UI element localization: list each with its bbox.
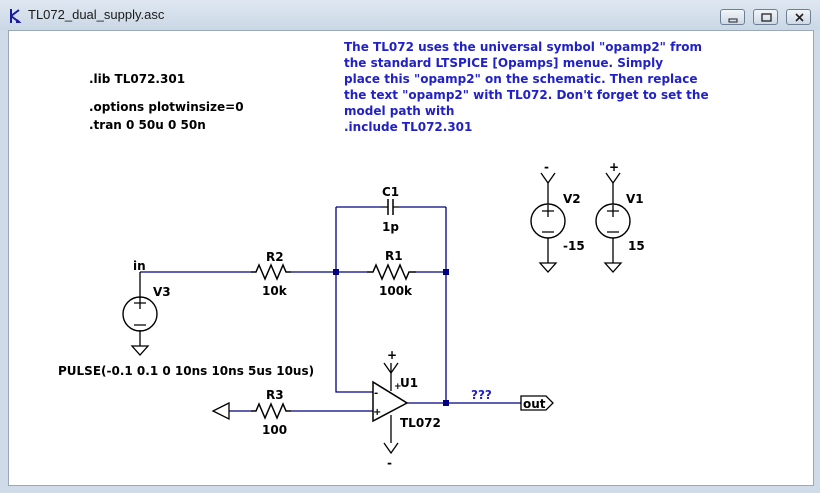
comment-line: the text "opamp2" with TL072. Don't forg…: [344, 88, 709, 102]
comment-block[interactable]: The TL072 uses the universal symbol "opa…: [344, 40, 709, 134]
r1-name: R1: [385, 249, 403, 263]
comment-line: model path with: [344, 104, 454, 118]
comment-line: The TL072 uses the universal symbol "opa…: [344, 40, 702, 54]
u1-name: U1: [400, 376, 418, 390]
u1-inverting-label: -: [374, 388, 378, 399]
v3-name: V3: [153, 285, 171, 299]
v1-value: 15: [628, 239, 645, 253]
voltage-source-v1[interactable]: + V1 15: [595, 160, 645, 273]
directive-tran[interactable]: .tran 0 50u 0 50n: [89, 118, 206, 132]
wire: [335, 207, 373, 393]
c1-name: C1: [382, 185, 399, 199]
schematic-canvas[interactable]: .lib TL072.301 .options plotwinsize=0 .t…: [8, 30, 814, 486]
opamp-u1[interactable]: + - - + + U1 TL072: [372, 348, 441, 470]
ground-symbol[interactable]: [211, 401, 230, 421]
junction-dot: [333, 269, 339, 275]
u1-noninverting-label: +: [373, 407, 381, 418]
capacitor-c1[interactable]: C1 1p: [381, 185, 399, 234]
ltspice-app-icon: [10, 9, 22, 23]
net-label-unknown[interactable]: ???: [471, 388, 492, 402]
r2-value: 10k: [262, 284, 288, 298]
u1-minus-supply-label: -: [387, 456, 392, 470]
r3-value: 100: [262, 423, 287, 437]
voltage-source-v3[interactable]: in V3 PULSE(-0.1 0.1 0 10ns 10ns 5us 10u…: [58, 259, 314, 378]
comment-line: place this "opamp2" on the schematic. Th…: [344, 72, 698, 86]
comment-line: .include TL072.301: [344, 120, 472, 134]
junction-dot: [443, 269, 449, 275]
title-bar[interactable]: TL072_dual_supply.asc: [0, 0, 820, 30]
u1-plus-supply-label: +: [387, 348, 397, 362]
out-label: out: [523, 397, 546, 411]
output-port-out[interactable]: out: [520, 395, 554, 411]
junction-dot: [443, 400, 449, 406]
resistor-r1[interactable]: R1 100k: [367, 249, 416, 298]
ground-symbol: [603, 262, 623, 273]
r2-name: R2: [266, 250, 284, 264]
wires: [140, 206, 521, 412]
u1-supply-plus-mark: +: [394, 382, 402, 392]
minimize-icon: [728, 18, 738, 23]
restore-button[interactable]: [753, 9, 778, 25]
window-title: TL072_dual_supply.asc: [28, 7, 165, 22]
r1-value: 100k: [379, 284, 413, 298]
net-label-in: in: [133, 259, 146, 273]
junctions: [333, 269, 449, 406]
u1-value: TL072: [400, 416, 441, 430]
v2-node-label: -: [544, 160, 549, 174]
resistor-r2[interactable]: R2 10k: [251, 250, 291, 298]
v3-value: PULSE(-0.1 0.1 0 10ns 10ns 5us 10us): [58, 364, 314, 378]
minimize-button[interactable]: [720, 9, 745, 25]
directive-options[interactable]: .options plotwinsize=0: [89, 100, 244, 114]
directive-lib[interactable]: .lib TL072.301: [89, 72, 185, 86]
v2-name: V2: [563, 192, 581, 206]
ground-symbol: [538, 262, 558, 273]
close-icon: [795, 13, 804, 22]
v2-value: -15: [563, 239, 585, 253]
restore-icon: [761, 13, 772, 22]
close-button[interactable]: [786, 9, 811, 25]
ground-symbol: [130, 345, 150, 356]
v1-node-label: +: [609, 160, 619, 174]
voltage-source-v2[interactable]: - V2 -15: [530, 160, 585, 273]
v1-name: V1: [626, 192, 644, 206]
resistor-r3[interactable]: R3 100: [251, 388, 291, 437]
comment-line: the standard LTSPICE [Opamps] menue. Sim…: [344, 56, 663, 70]
schematic-drawing[interactable]: .lib TL072.301 .options plotwinsize=0 .t…: [9, 31, 813, 485]
r3-name: R3: [266, 388, 284, 402]
c1-value: 1p: [382, 220, 399, 234]
